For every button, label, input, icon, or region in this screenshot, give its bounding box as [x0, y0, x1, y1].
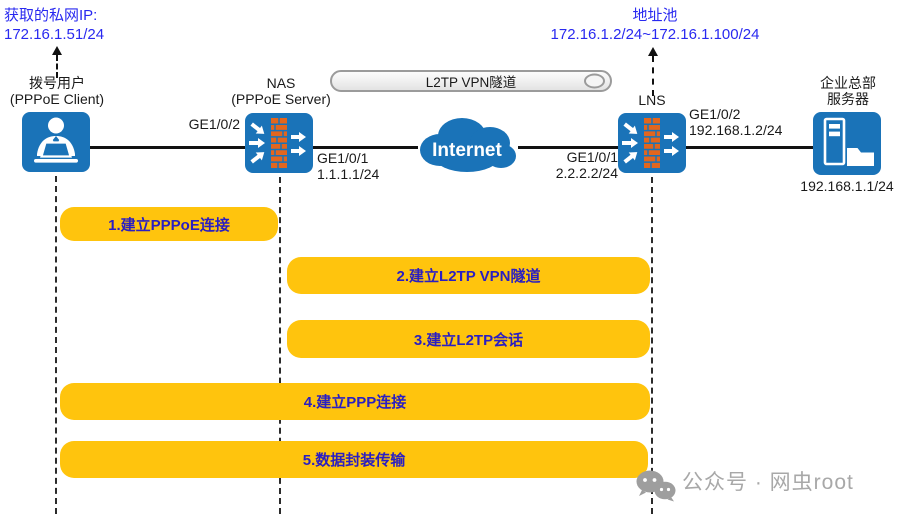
nas-wan-name: GE1/0/1 [317, 150, 369, 166]
lns-title: LNS [638, 92, 666, 108]
step-3-label: 3.建立L2TP会话 [413, 331, 524, 349]
address-pool-annotation: 地址池 172.16.1.2/24~172.16.1.100/24 [500, 6, 810, 44]
client-label: 拨号用户 (PPPoE Client) [0, 75, 114, 107]
if-label-nas-wan: GE1/0/1 1.1.1.1/24 [317, 150, 407, 182]
arrow-up-icon [648, 47, 658, 56]
step-bar-2: 2.建立L2TP VPN隧道 [287, 257, 650, 294]
server-ip-label: 192.168.1.1/24 [800, 178, 894, 194]
laptop [40, 141, 72, 158]
nas-subtitle: (PPPoE Server) [231, 91, 331, 107]
client-ip-arrow [51, 46, 63, 78]
lns-lan-ip: 192.168.1.2/24 [689, 122, 783, 138]
lns-wan-ip: 2.2.2.2/24 [555, 165, 618, 181]
step-5-label: 5.数据封装传输 [302, 452, 406, 469]
client-ip-annotation: 获取的私网IP: 172.16.1.51/24 [4, 6, 154, 44]
enterprise-server-icon [813, 112, 881, 175]
server-subtitle: 服务器 [827, 91, 869, 107]
lns-lan-name: GE1/0/2 [689, 106, 741, 122]
internet-label: Internet [432, 140, 502, 161]
server-tower [823, 117, 846, 166]
lns-lifeline [651, 177, 653, 514]
server-label: 企业总部 服务器 [799, 75, 897, 107]
if-label-lns-lan: GE1/0/2 192.168.1.2/24 [689, 106, 799, 138]
client-lifeline [55, 176, 57, 514]
step-4-label: 4.建立PPP连接 [303, 394, 407, 411]
if-label-client-link: GE1/0/2 [188, 116, 240, 132]
client-ip-annotation-line2: 172.16.1.51/24 [4, 26, 105, 43]
tunnel-endcap-icon [584, 73, 605, 89]
address-pool-annotation-line2: 172.16.1.2/24~172.16.1.100/24 [550, 26, 760, 43]
step-bar-4: 4.建立PPP连接 [60, 383, 650, 420]
nas-label: NAS (PPPoE Server) [221, 75, 341, 107]
link-internet-lns [518, 146, 620, 149]
arrow-up-icon [52, 46, 62, 55]
l2tp-tunnel-shape: L2TP VPN隧道 [330, 70, 612, 92]
nas-firewall-icon [245, 113, 313, 173]
wechat-bubbles-icon [636, 470, 676, 502]
link-lns-server [685, 146, 815, 149]
if-label-lns-wan: GE1/0/1 2.2.2.2/24 [546, 149, 618, 181]
lns-wan-name: GE1/0/1 [566, 149, 618, 165]
lns-label: LNS [618, 92, 686, 108]
nas-lifeline [279, 177, 281, 514]
step-1-label: 1.建立PPPoE连接 [108, 216, 230, 234]
client-subtitle: (PPPoE Client) [9, 91, 105, 107]
link-client-nas [88, 146, 246, 149]
traffic-arrows [249, 122, 306, 164]
lns-firewall-icon [618, 113, 686, 173]
client-title: 拨号用户 [29, 75, 85, 91]
address-pool-annotation-line1: 地址池 [632, 7, 678, 24]
internet-cloud-icon: Internet [420, 118, 516, 172]
step-bar-5: 5.数据封装传输 [60, 441, 648, 478]
step-2-label: 2.建立L2TP VPN隧道 [396, 268, 541, 285]
pppoe-client-icon [22, 112, 90, 172]
traffic-arrows [622, 122, 679, 164]
address-pool-arrow [647, 47, 659, 96]
link-nas-internet [312, 146, 418, 149]
client-ip-annotation-line1: 获取的私网IP: [4, 7, 98, 24]
step-bar-3: 3.建立L2TP会话 [287, 320, 650, 358]
nas-wan-ip: 1.1.1.1/24 [317, 166, 380, 182]
server-title: 企业总部 [820, 75, 876, 91]
l2tp-tunnel-label: L2TP VPN隧道 [425, 75, 517, 90]
nas-title: NAS [266, 75, 296, 91]
step-bar-1: 1.建立PPPoE连接 [60, 207, 278, 241]
person-head [48, 117, 64, 134]
watermark-text: 公众号 · 网虫root [682, 471, 854, 494]
folder [847, 148, 874, 166]
